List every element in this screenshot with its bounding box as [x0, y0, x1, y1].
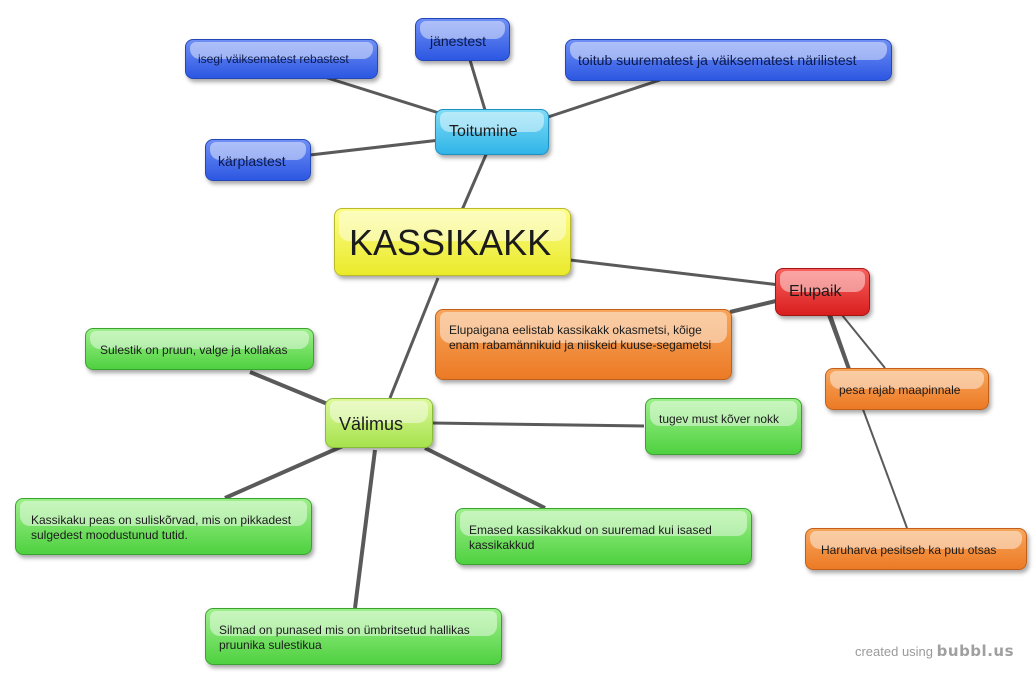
node-root[interactable]: KASSIKAKK — [334, 208, 571, 276]
connector-toitumine-janestest — [468, 59, 487, 111]
connector-elupaik-okasmetsi — [729, 298, 781, 314]
node-sulestik-label: Sulestik on pruun, valge ja kollakas — [100, 343, 288, 357]
credit-prefix: created using — [854, 644, 934, 659]
node-elupaik[interactable]: Elupaik — [775, 268, 870, 316]
node-sulestik[interactable]: Sulestik on pruun, valge ja kollakas — [85, 328, 314, 370]
connector-toitumine-rebastest — [317, 73, 456, 120]
node-okasmetsi[interactable]: Elupaigana eelistab kassikakk okasmetsi,… — [435, 309, 732, 380]
node-rebastest-label: isegi väiksematest rebastest — [198, 52, 349, 66]
node-pesa-label: pesa rajab maapinnale — [839, 383, 961, 397]
node-janestest[interactable]: jänestest — [415, 18, 510, 61]
node-rebastest[interactable]: isegi väiksematest rebastest — [185, 39, 378, 79]
node-root-label: KASSIKAKK — [349, 222, 552, 263]
credit-footer: created using bubbl.us — [855, 642, 1014, 660]
node-silmad-label: Silmad on punased mis on ümbritsetud hal… — [219, 623, 470, 652]
connector-valimus-suliskorvad — [224, 443, 346, 500]
node-nokk-label: tugev must kõver nokk — [659, 412, 780, 426]
node-narilistest-label: toitub suurematest ja väiksematest näril… — [578, 52, 857, 68]
connector-root-elupaik — [569, 258, 781, 287]
connector-toitumine-karplastest — [309, 138, 441, 157]
node-pesa[interactable]: pesa rajab maapinnale — [825, 368, 989, 410]
node-suliskorvad-label: Kassikaku peas on suliskõrvad, mis on pi… — [31, 513, 292, 542]
node-silmad[interactable]: Silmad on punased mis on ümbritsetud hal… — [205, 608, 502, 665]
node-toitumine-label: Toitumine — [449, 123, 518, 140]
connector-valimus-emased — [424, 446, 546, 510]
node-karplastest[interactable]: kärplastest — [205, 139, 311, 181]
node-elupaik-label: Elupaik — [789, 283, 842, 300]
connector-valimus-silmad — [353, 449, 377, 609]
connector-root-toitumine — [460, 149, 490, 211]
node-suliskorvad[interactable]: Kassikaku peas on suliskõrvad, mis on pi… — [15, 498, 312, 555]
node-nokk[interactable]: tugev must kõver nokk — [645, 398, 802, 455]
connector-root-valimus — [388, 277, 440, 399]
node-toitumine[interactable]: Toitumine — [435, 109, 549, 155]
node-karplastest-label: kärplastest — [218, 153, 286, 169]
node-emased-label: Emased kassikakkud on suuremad kui isase… — [469, 523, 712, 552]
connector-elupaik-puu — [827, 314, 908, 529]
connector-elupaik-pesa-b — [841, 314, 886, 369]
connector-valimus-sulestik — [249, 370, 331, 407]
node-puu-label: Haruharva pesitseb ka puu otsas — [821, 543, 997, 557]
node-valimus-label: Välimus — [339, 414, 404, 434]
node-emased[interactable]: Emased kassikakkud on suuremad kui isase… — [455, 508, 752, 565]
node-puu[interactable]: Haruharva pesitseb ka puu otsas — [805, 528, 1027, 570]
node-narilistest[interactable]: toitub suurematest ja väiksematest näril… — [565, 39, 892, 81]
bubblus-logo: bubbl.us — [936, 642, 1014, 660]
connector-toitumine-narilistest — [544, 78, 661, 120]
node-janestest-label: jänestest — [430, 33, 487, 49]
node-okasmetsi-label: Elupaigana eelistab kassikakk okasmetsi,… — [449, 323, 712, 352]
node-valimus[interactable]: Välimus — [325, 398, 433, 448]
connector-valimus-nokk — [431, 421, 645, 428]
